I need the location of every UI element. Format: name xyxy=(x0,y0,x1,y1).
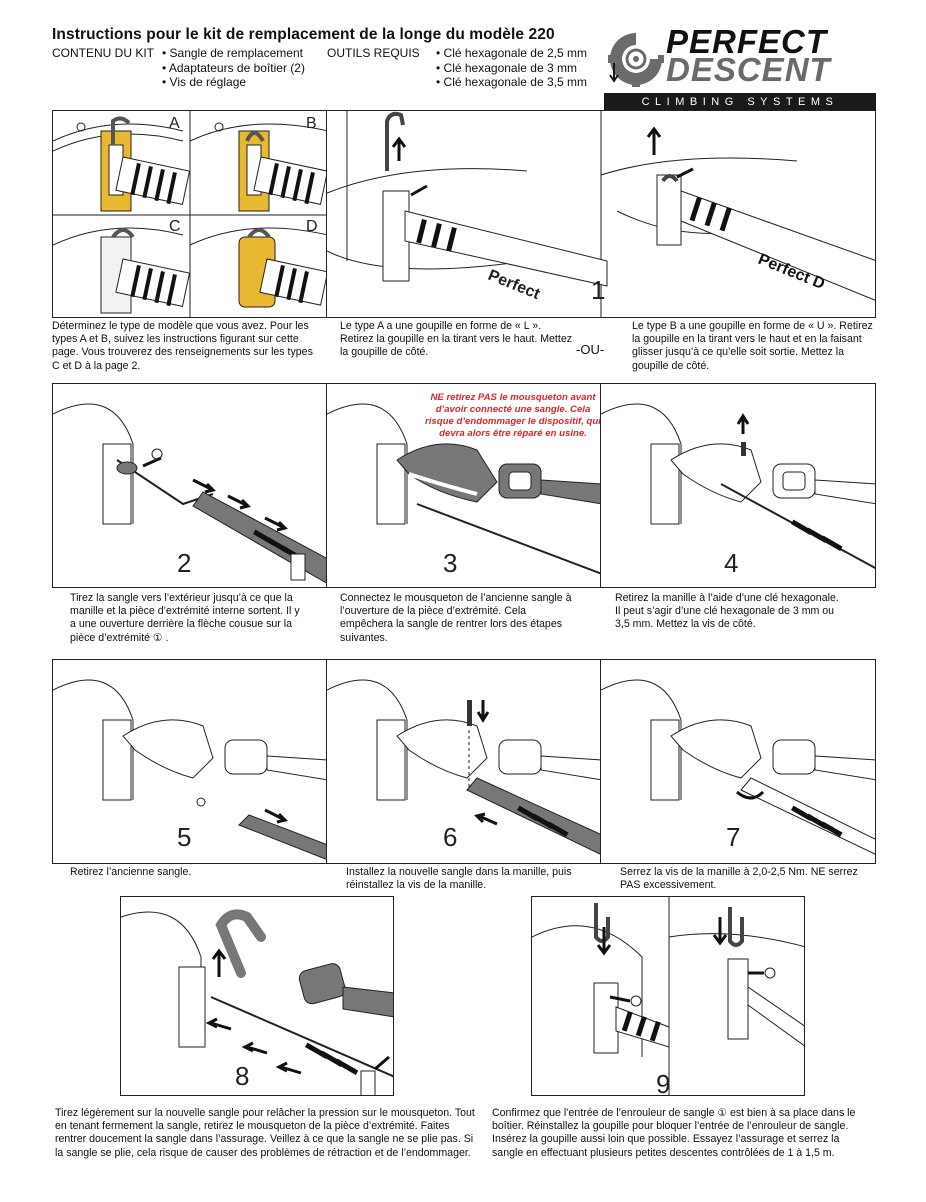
step-number: 1 xyxy=(591,275,606,305)
step-number: 2 xyxy=(177,548,192,578)
caption-step-3: Connectez le mousqueton de l’ancienne sa… xyxy=(340,592,572,644)
step-number: 5 xyxy=(177,822,192,852)
panel-step-4: 4 xyxy=(600,383,876,588)
caption-step-2: Tirez la sangle vers l’extérieur jusqu’à… xyxy=(70,592,300,644)
caption-step-5: Retirez l’ancienne sangle. xyxy=(70,866,192,878)
or-label: -OU- xyxy=(576,342,605,357)
strap-brand-text-a: Perfect xyxy=(486,267,543,303)
step-6-illustration xyxy=(327,679,600,855)
step-9-illustration xyxy=(532,897,804,1095)
type-a-pin-removal: Perfect xyxy=(327,111,608,303)
caption-step-7: Serrez la vis de la manille à 2,0-2,5 Nm… xyxy=(620,866,858,892)
type-a-letter: A xyxy=(169,115,180,132)
kit-item: • Vis de réglage xyxy=(162,75,247,89)
step-number: 4 xyxy=(724,548,739,578)
logo-line1: PERFECT xyxy=(666,23,828,60)
caption-step-8: Tirez légèrement sur la nouvelle sangle … xyxy=(55,1107,475,1159)
warning-text: NE retirez PAS le mousqueton avant d’avo… xyxy=(425,392,601,439)
panel-step-9: 9 xyxy=(531,896,805,1096)
tools-list: • Clé hexagonale de 2,5 mm • Clé hexagon… xyxy=(436,46,587,90)
step-2-illustration xyxy=(53,403,326,584)
type-c-letter: C xyxy=(169,218,181,235)
kit-contents-list: • Sangle de remplacement • Adaptateurs d… xyxy=(162,46,305,90)
panel-step-1: Perfect Perfect D 1 xyxy=(326,110,876,318)
type-b-pin-removal xyxy=(600,126,875,301)
tool-item: • Clé hexagonale de 3 mm xyxy=(436,60,577,75)
kit-item: • Sangle de remplacement xyxy=(162,46,303,60)
step-5-illustration xyxy=(53,679,326,860)
caption-step-4: Retirez la manille à l’aide d’une clé he… xyxy=(615,592,839,631)
caption-model-types: Déterminez le type de modèle que vous av… xyxy=(52,320,313,372)
step-8-illustration xyxy=(121,909,393,1095)
type-b-drawing xyxy=(189,122,326,212)
step-number: 3 xyxy=(443,548,458,578)
type-b-letter: B xyxy=(306,115,317,132)
type-d-drawing xyxy=(189,227,326,308)
panel-step-5: 5 xyxy=(52,659,327,864)
step-4-illustration xyxy=(601,403,875,570)
logo-line2: DESCENT xyxy=(666,51,831,88)
model-types-illustration xyxy=(53,111,326,317)
caption-type-b: Le type B a une goupille en forme de « U… xyxy=(632,320,873,372)
step-1-illustration: Perfect xyxy=(327,111,875,317)
tool-item: • Clé hexagonale de 3,5 mm xyxy=(436,75,587,89)
type-c-drawing xyxy=(53,227,191,314)
step-number: 7 xyxy=(726,822,741,852)
step-number: 6 xyxy=(443,822,458,852)
step-7-illustration xyxy=(601,679,875,855)
logo-tagline: CLIMBING SYSTEMS xyxy=(604,93,876,111)
panel-model-types: A B C D xyxy=(52,110,327,318)
panel-step-8: 8 xyxy=(120,896,394,1096)
kit-item: • Adaptateurs de boîtier (2) xyxy=(162,60,305,75)
step-3-illustration xyxy=(327,403,600,575)
caption-step-9: Confirmez que l’entrée de l’enrouleur de… xyxy=(492,1107,856,1159)
gear-logo-icon xyxy=(608,33,664,87)
panel-step-2: 2 xyxy=(52,383,327,588)
panel-step-7: 7 xyxy=(600,659,876,864)
step-number: 9 xyxy=(656,1069,671,1096)
panel-step-6: 6 xyxy=(326,659,601,864)
panel-step-3: NE retirez PAS le mousqueton avant d’avo… xyxy=(326,383,601,588)
page-title: Instructions pour le kit de remplacement… xyxy=(52,26,555,43)
step-number: 8 xyxy=(235,1061,250,1091)
brand-logo: PERFECT DESCENT CLIMBING SYSTEMS xyxy=(604,23,876,111)
caption-step-6: Installez la nouvelle sangle dans la man… xyxy=(346,866,572,892)
tool-item: • Clé hexagonale de 2,5 mm xyxy=(436,46,587,60)
type-d-letter: D xyxy=(306,218,318,235)
caption-type-a: Le type A a une goupille en forme de « L… xyxy=(340,320,573,359)
tools-label: OUTILS REQUIS xyxy=(327,46,420,60)
type-a-drawing xyxy=(53,116,191,212)
kit-contents-label: CONTENU DU KIT xyxy=(52,46,154,60)
